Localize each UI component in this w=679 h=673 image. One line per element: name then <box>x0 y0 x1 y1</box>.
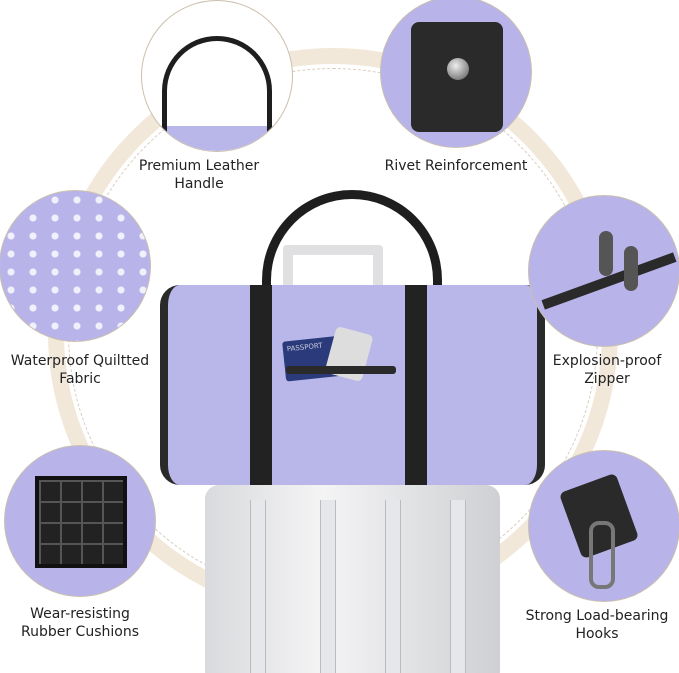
feature-label-cushions: Wear-resisting Rubber Cushions <box>20 606 139 640</box>
suitcase-rib <box>250 500 266 673</box>
suitcase-rib <box>320 500 336 673</box>
feature-circle-waterproof <box>0 190 151 342</box>
bag-strap-right <box>405 285 427 485</box>
suitcase-rib <box>450 500 466 673</box>
feature-circle-handle <box>141 0 293 152</box>
duffel-bag <box>160 285 545 485</box>
feature-label-handle: Premium Leather Handle <box>138 158 260 192</box>
feature-label-rivet: Rivet Reinforcement <box>384 158 528 174</box>
feature-label-zipper: Explosion-proof Zipper <box>552 353 662 387</box>
suitcase-rib <box>385 500 401 673</box>
feature-circle-rivet <box>380 0 532 148</box>
front-pocket-zipper <box>286 366 396 374</box>
feature-label-waterproof: Waterproof Quiltted Fabric <box>10 353 150 387</box>
feature-circle-hooks <box>528 450 679 602</box>
feature-circle-cushions <box>4 445 156 597</box>
bag-strap-left <box>250 285 272 485</box>
feature-label-hooks: Strong Load-bearing Hooks <box>525 608 669 642</box>
feature-circle-zipper <box>528 195 679 347</box>
